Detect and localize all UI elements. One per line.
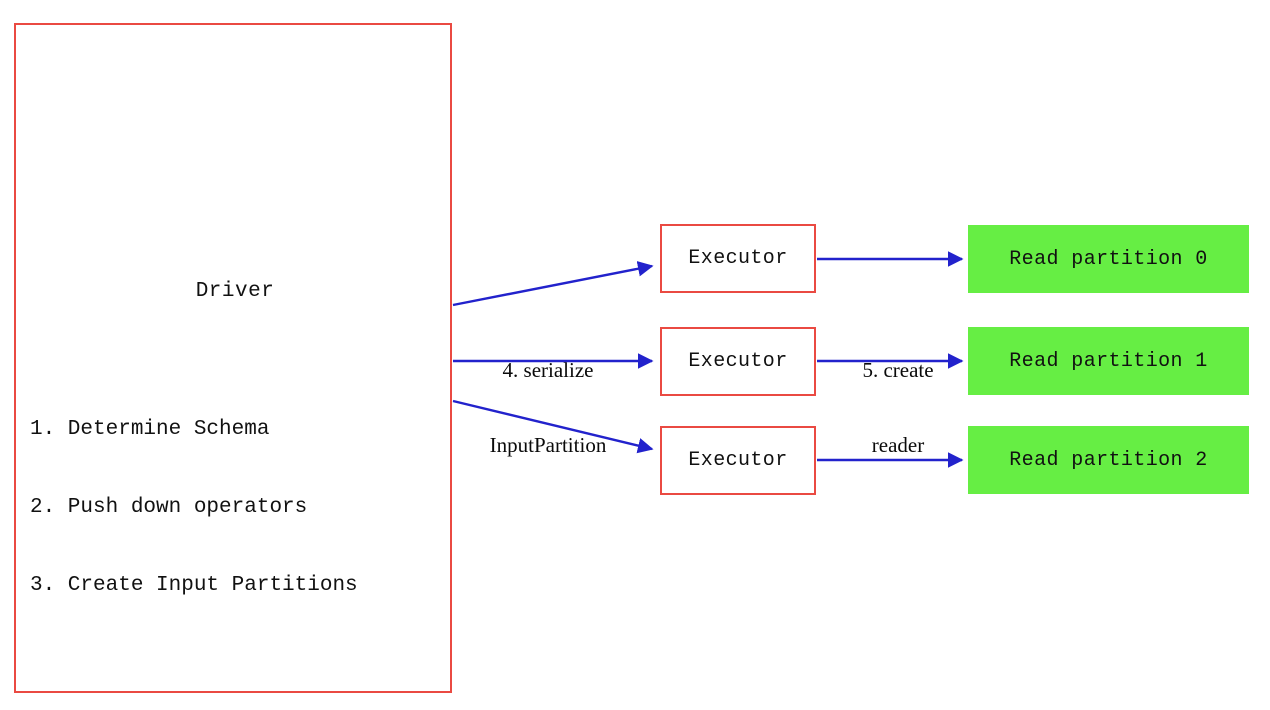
edge-label-create-reader-line2: reader — [871, 433, 925, 457]
edge-label-create-reader-line1: 5. create — [862, 358, 934, 382]
driver-title: Driver — [195, 280, 275, 303]
driver-step-3: 3. Create Input Partitions — [30, 574, 358, 597]
executor-box-0: Executor — [660, 224, 816, 293]
edge-label-create-reader: 5. create reader — [830, 308, 966, 508]
read-partition-label-1: Read partition 1 — [1009, 349, 1208, 373]
driver-step-2: 2. Push down operators — [30, 496, 308, 519]
executor-box-1: Executor — [660, 327, 816, 396]
edge-label-serialize-line2: InputPartition — [489, 433, 607, 457]
executor-box-2: Executor — [660, 426, 816, 495]
read-partition-box-2: Read partition 2 — [968, 426, 1249, 494]
read-partition-label-2: Read partition 2 — [1009, 448, 1208, 472]
driver-box: Driver 1. Determine Schema 2. Push down … — [14, 23, 452, 693]
edge-label-serialize-line1: 4. serialize — [502, 358, 594, 382]
executor-label-0: Executor — [688, 247, 788, 270]
driver-step-1: 1. Determine Schema — [30, 418, 270, 441]
read-partition-box-1: Read partition 1 — [968, 327, 1249, 395]
arrow-driver-to-executor-0 — [452, 261, 654, 307]
edge-label-serialize: 4. serialize InputPartition — [458, 308, 638, 508]
read-partition-label-0: Read partition 0 — [1009, 247, 1208, 271]
driver-steps-list: 1. Determine Schema 2. Push down operato… — [30, 365, 454, 651]
executor-label-1: Executor — [688, 350, 788, 373]
read-partition-box-0: Read partition 0 — [968, 225, 1249, 293]
executor-label-2: Executor — [688, 449, 788, 472]
